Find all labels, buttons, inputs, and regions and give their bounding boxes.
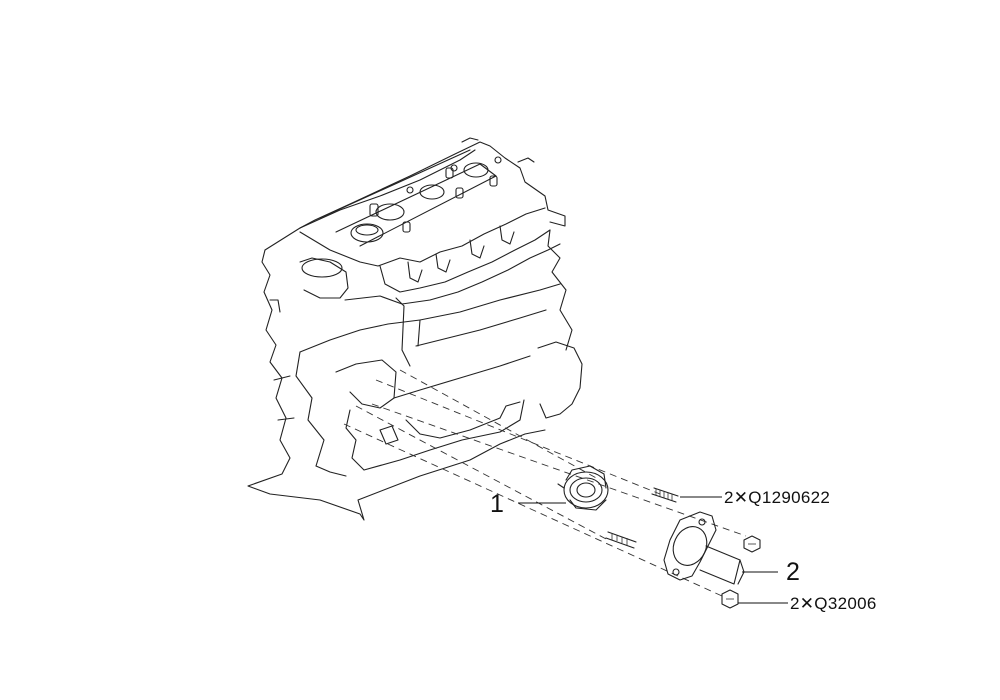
stud-upper <box>651 487 679 503</box>
leader-lines <box>518 496 788 604</box>
callout-2: 2 <box>786 558 800 586</box>
callout-1: 1 <box>490 490 504 518</box>
bolt-lower <box>721 589 739 609</box>
thermostat-part <box>557 465 609 511</box>
engine-block <box>247 137 583 521</box>
part-ref-bolt: 2✕Q32006 <box>790 594 877 613</box>
bolt-upper <box>743 535 761 553</box>
part-ref-stud: 2✕Q1290622 <box>724 488 830 507</box>
alignment-dashed-lines <box>343 369 747 597</box>
thermostat-housing-part <box>663 511 745 585</box>
stud-lower <box>605 531 637 549</box>
